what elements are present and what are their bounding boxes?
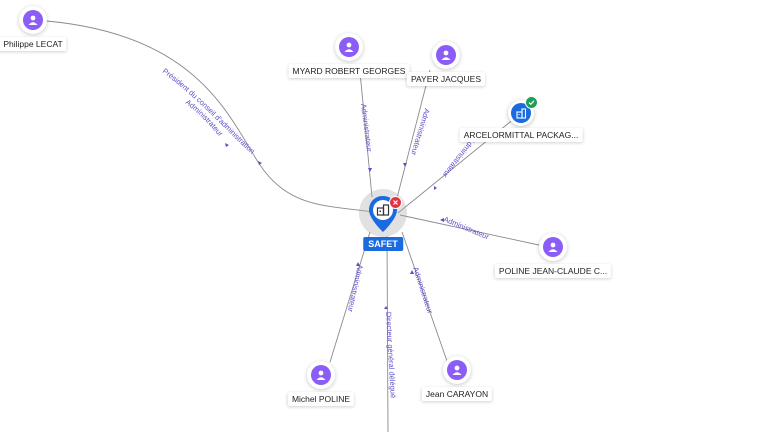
- edge-label-payer: Administrateur: [409, 107, 432, 156]
- check-icon: [525, 96, 538, 109]
- node-label: Michel POLINE: [287, 392, 355, 406]
- arrow-icon: [440, 218, 444, 222]
- person-icon: [344, 42, 354, 52]
- company-avatar: [508, 100, 534, 126]
- person-icon: [441, 50, 451, 60]
- arrow-icon: [384, 306, 388, 309]
- arrow-icon: [356, 262, 360, 266]
- node-label: Philippe LECAT: [0, 37, 67, 51]
- person-icon: [548, 242, 558, 252]
- arrow-icon: [225, 143, 229, 147]
- main-node-label: SAFET: [363, 237, 403, 251]
- edge-label-myard: Administrateur: [359, 103, 374, 153]
- arrow-icon: [258, 161, 262, 165]
- arrow-icon: [410, 270, 414, 274]
- avatar: [443, 356, 471, 384]
- close-icon[interactable]: [389, 196, 402, 209]
- avatar: [335, 33, 363, 61]
- person-icon: [316, 370, 326, 380]
- edge-label-lecat-president: Président du conseil d'administration: [161, 66, 257, 155]
- person-icon: [28, 15, 38, 25]
- node-label: MYARD ROBERT GEORGES: [288, 64, 410, 78]
- node-label: POLINE JEAN-CLAUDE C...: [494, 264, 612, 278]
- building-icon: [516, 108, 527, 119]
- arrow-icon: [403, 163, 407, 167]
- edge-label-arcelor: Administrateur: [440, 136, 477, 180]
- node-label: Jean CARAYON: [421, 387, 493, 401]
- arrow-icon: [434, 186, 437, 190]
- avatar: [539, 233, 567, 261]
- building-icon: [376, 204, 390, 216]
- avatar: [307, 361, 335, 389]
- edge-label-poline-m: Administrateur: [346, 264, 365, 314]
- edge-label-carayon: Administrateur: [411, 266, 435, 315]
- edge-label-poline-jc: Administrateur: [442, 215, 491, 242]
- arrow-icon: [368, 168, 372, 172]
- edge-label-down: Directeur général délégué: [384, 312, 398, 399]
- avatar: [19, 6, 47, 34]
- person-icon: [452, 365, 462, 375]
- node-label: PAYER JACQUES: [406, 72, 486, 86]
- edge-payer: [396, 69, 431, 199]
- avatar: [432, 41, 460, 69]
- node-label: ARCELORMITTAL PACKAG...: [459, 128, 583, 142]
